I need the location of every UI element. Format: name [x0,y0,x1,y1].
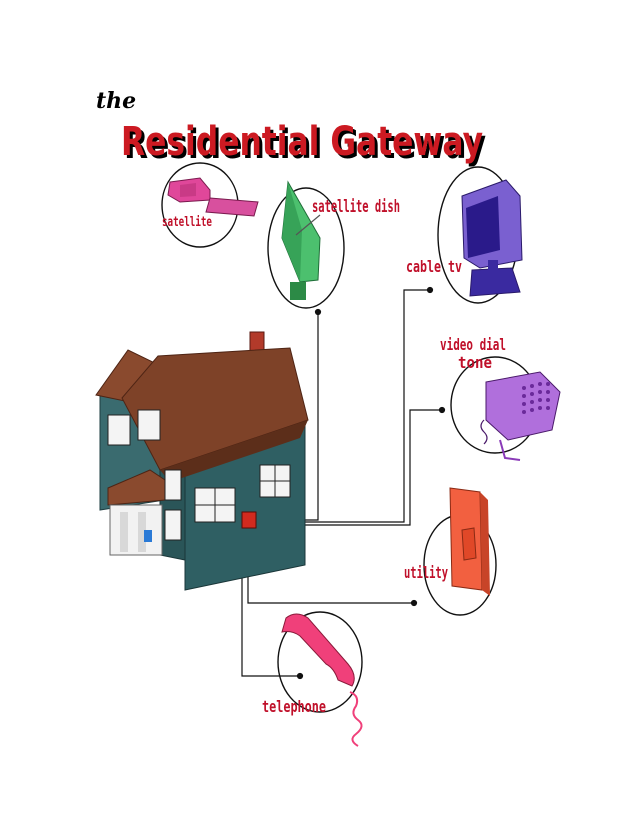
title-prefix: the [96,88,136,114]
video-dial-tone-label-line2: tone [458,353,492,372]
video-dial-tone-label-line1: video dial [440,335,506,354]
satellite-group: satellite [161,162,259,248]
house-roof-front [160,420,308,482]
porch [109,504,163,556]
telephone-icon [281,613,355,687]
utility-group: utility [404,487,497,616]
windows [107,409,291,541]
satellite-label: satellite [162,215,212,230]
gateway-box [241,511,257,529]
satellite-dish-group: satellite dish [267,180,400,309]
line-to-video-dial-tone [262,409,442,526]
telephone-label: telephone [262,697,326,716]
title: the Residential Gateway Residential Gate… [96,88,486,168]
page-title: Residential Gateway [121,119,483,165]
telephone-group: telephone [262,611,363,747]
line-to-cable-tv [262,289,430,523]
cable-tv-group: cable tv [406,166,523,304]
cable-tv-label: cable tv [406,257,462,276]
utility-label: utility [404,563,448,582]
satellite-dish-label: satellite dish [312,197,400,217]
title-shadow: Residential Gateway [124,122,486,168]
video-dial-tone-icon [485,371,561,441]
house-main-roof [121,347,309,471]
house [95,331,309,591]
video-dial-tone-group: video dial tone [440,335,561,461]
